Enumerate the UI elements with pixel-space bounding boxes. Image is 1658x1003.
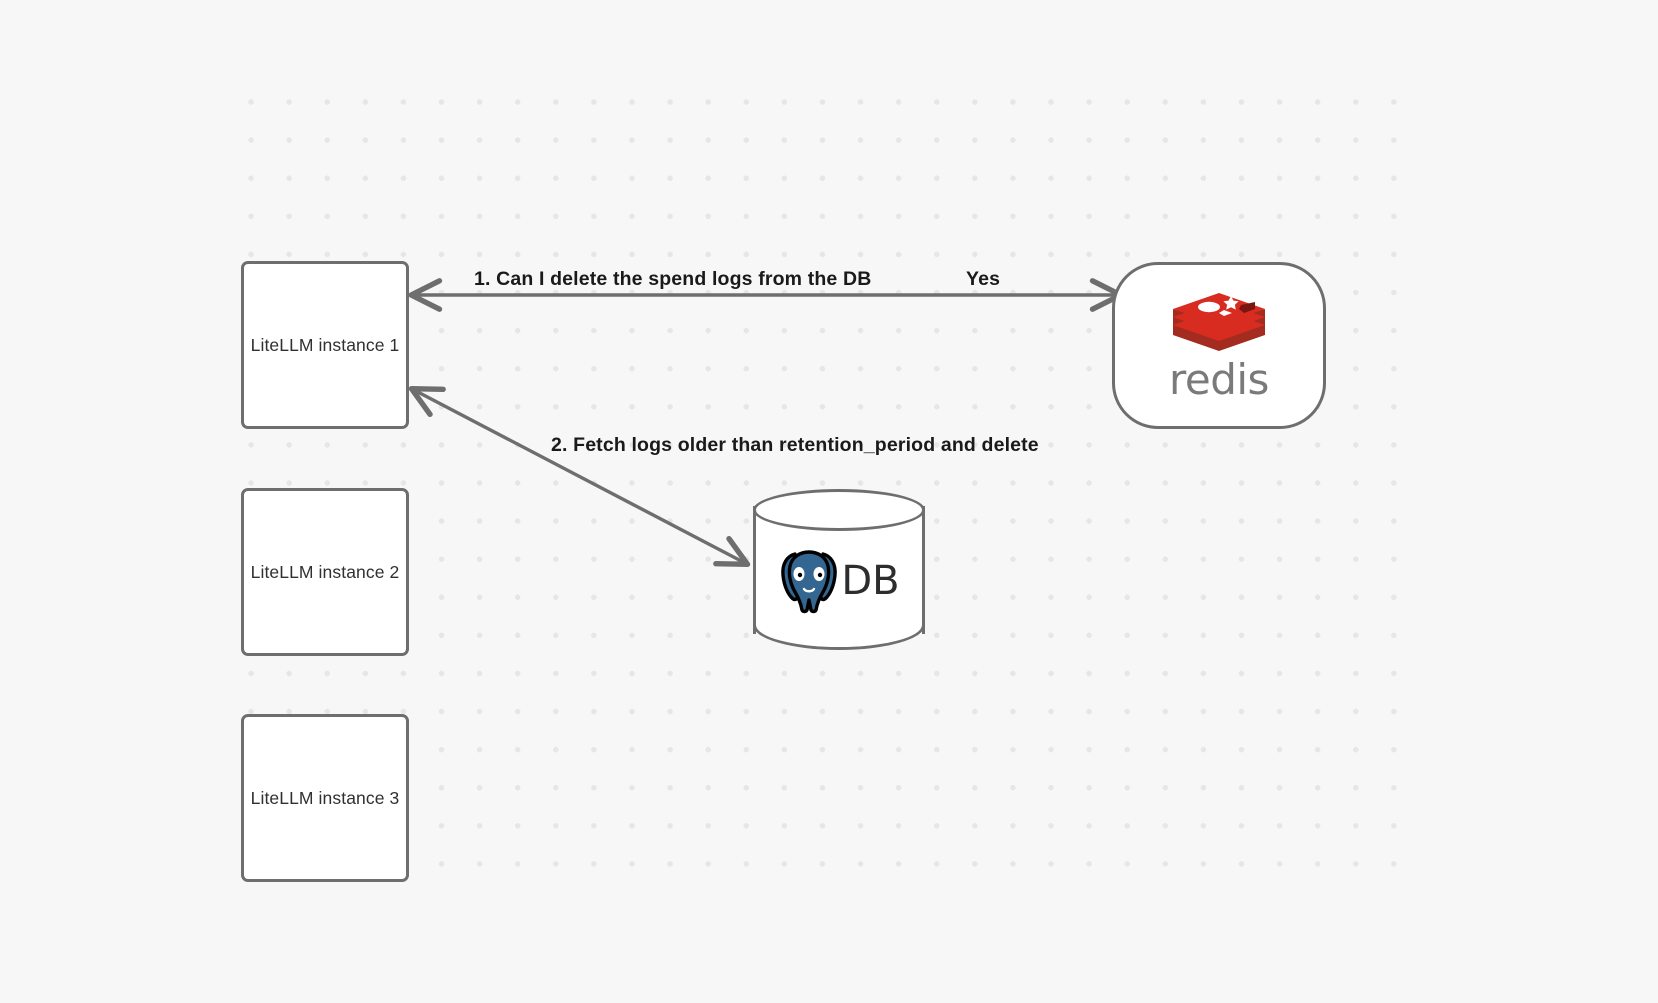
redis-stack-icon	[1173, 292, 1265, 351]
redis-wordmark: redis	[1169, 354, 1269, 404]
node-postgres-db[interactable]: DB	[753, 489, 925, 651]
node-litellm-instance-3[interactable]: LiteLLM instance 3	[241, 714, 409, 882]
node-label: LiteLLM instance 3	[250, 787, 400, 808]
db-content: DB	[753, 541, 925, 621]
edge-litellm1-db	[408, 385, 751, 568]
node-litellm-instance-2[interactable]: LiteLLM instance 2	[241, 488, 409, 656]
node-label: LiteLLM instance 2	[250, 561, 400, 582]
edge-label-step-2: 2. Fetch logs older than retention_perio…	[551, 434, 1039, 456]
redis-logo: redis	[1169, 289, 1269, 401]
node-litellm-instance-1[interactable]: LiteLLM instance 1	[241, 261, 409, 429]
db-label: DB	[841, 558, 900, 604]
node-redis[interactable]: redis	[1112, 262, 1326, 429]
edge-label-step-1: 1. Can I delete the spend logs from the …	[474, 268, 872, 290]
cylinder-bottom	[753, 600, 925, 650]
edge-label-step-1-answer: Yes	[966, 268, 1001, 290]
node-label: LiteLLM instance 1	[250, 334, 400, 355]
cylinder-top	[753, 489, 925, 531]
postgresql-elephant-icon	[781, 550, 838, 614]
